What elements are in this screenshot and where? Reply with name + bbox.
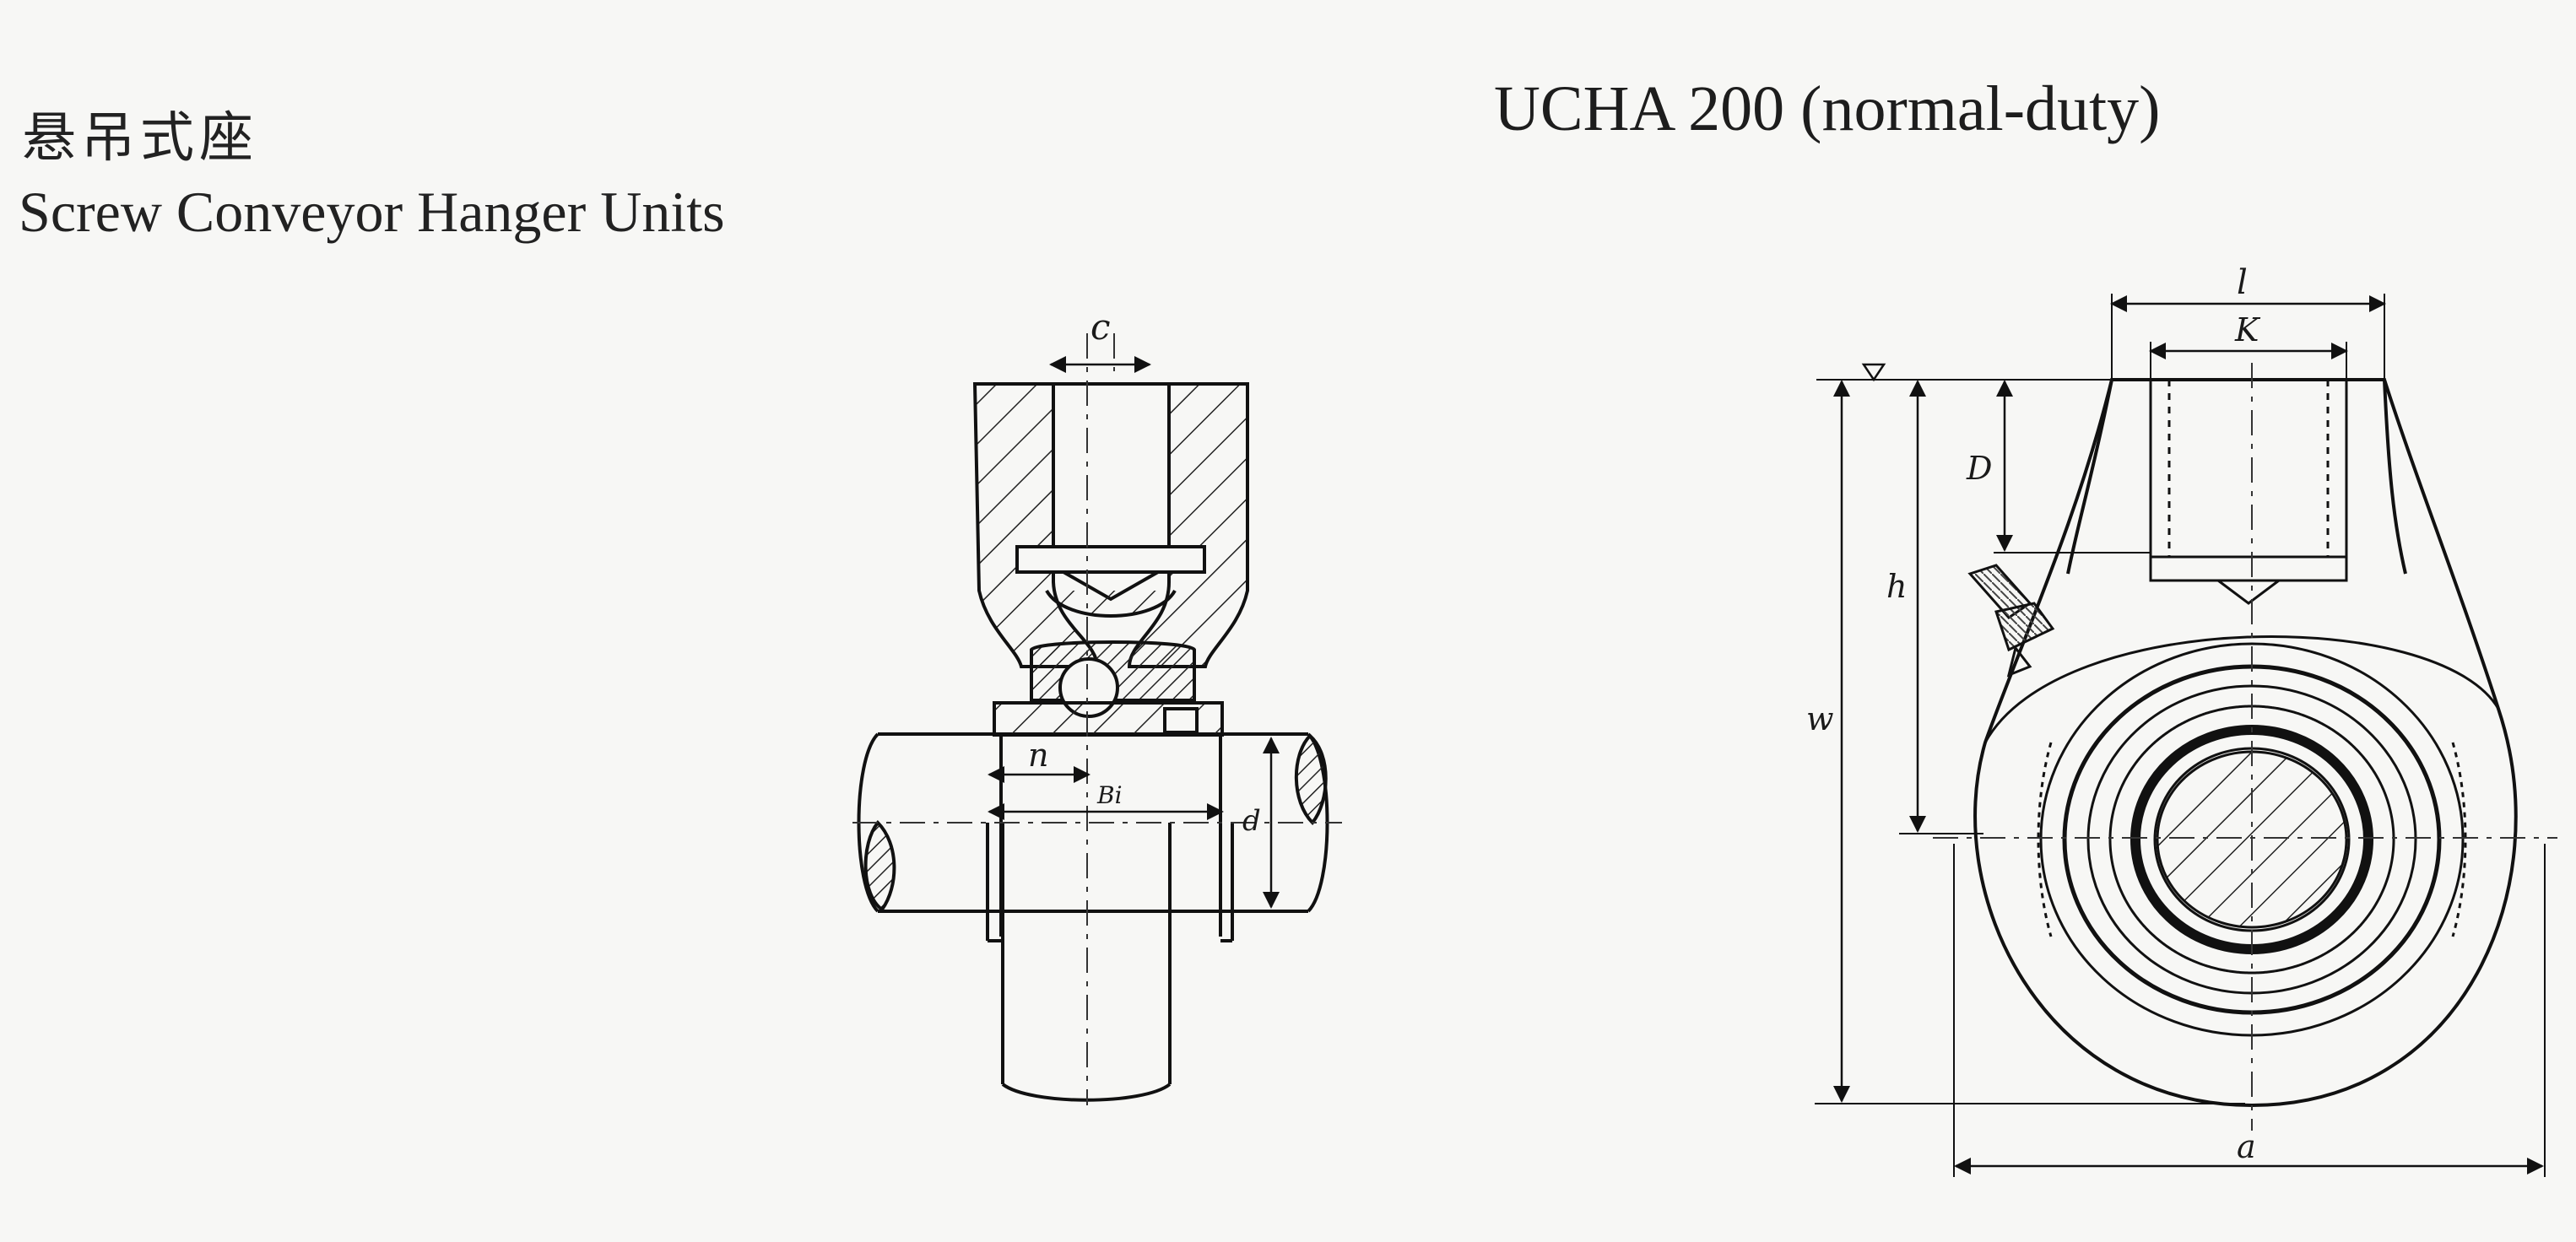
dim-label-a: a: [2237, 1128, 2256, 1165]
dim-label-D: D: [1966, 450, 1992, 487]
dim-label-l: l: [2237, 263, 2248, 302]
dim-label-d: d: [1242, 804, 1261, 838]
dim-label-n: n: [1028, 737, 1048, 774]
datum-triangle-icon: [1861, 363, 1886, 382]
center-lines: [852, 333, 1342, 1105]
side-section-view: [852, 333, 1342, 1105]
extension-lines: [1815, 294, 2546, 1177]
dimensions-left: [988, 356, 1280, 909]
center-lines-front: [1933, 363, 2557, 1131]
hanger-housing: [972, 382, 1249, 668]
bearing-insert: [986, 640, 1234, 942]
title-english: Screw Conveyor Hanger Units: [19, 180, 725, 244]
grease-nipple: [1967, 564, 2055, 678]
front-view: [1815, 294, 2557, 1177]
dimensions-right: [1833, 295, 2544, 1174]
dim-label-h: h: [1886, 568, 1907, 605]
dim-label-c: c: [1090, 306, 1111, 348]
threaded-boss: [2149, 378, 2348, 605]
model-title: UCHA 200 (normal-duty): [1494, 73, 2161, 144]
hanger-body-outline: [1973, 378, 2518, 1108]
title-chinese: 悬吊式座: [22, 107, 258, 170]
dim-label-w: w: [1806, 700, 1834, 737]
dim-label-bi: Bi: [1096, 781, 1123, 809]
dim-label-k: K: [2234, 311, 2261, 348]
